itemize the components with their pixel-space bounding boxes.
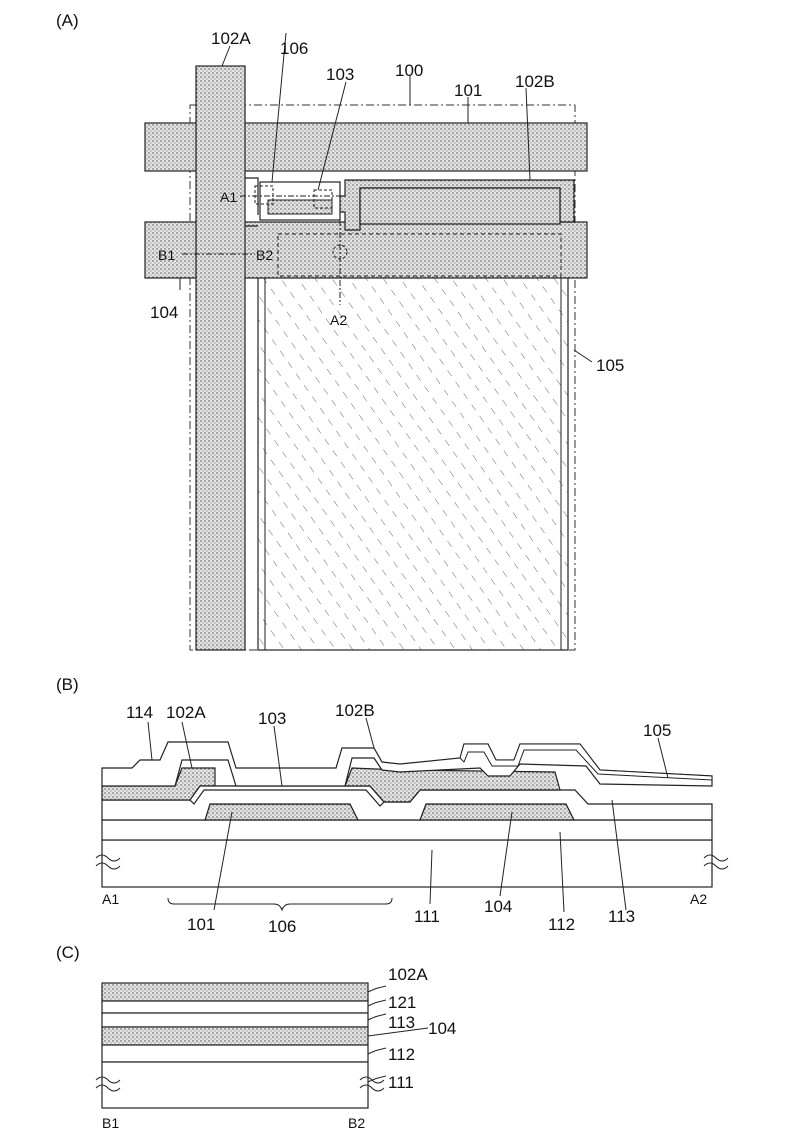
label-103-b: 103: [258, 709, 286, 728]
label-a2: A2: [330, 312, 347, 328]
label-100: 100: [395, 61, 423, 80]
layer-112-c: [102, 1045, 368, 1062]
semiconductor-103-inner: [268, 200, 332, 214]
insulator-112: [102, 820, 712, 840]
label-113-b: 113: [608, 907, 635, 926]
label-112-c: 112: [388, 1045, 415, 1064]
gate-101: [205, 804, 358, 820]
label-a1: A1: [220, 189, 237, 205]
panel-c: (C) 102A 121 113 104 112 111 B1 B2: [56, 943, 456, 1131]
connection-wire: [245, 178, 258, 226]
label-b1-c: B1: [102, 1115, 119, 1131]
label-101: 101: [454, 81, 482, 100]
label-112-b: 112: [548, 915, 575, 934]
cap-electrode-104: [420, 804, 574, 820]
label-104-b: 104: [484, 897, 512, 916]
label-105: 105: [596, 356, 624, 375]
drain-pad-102B: [360, 188, 560, 224]
label-b2-c: B2: [348, 1115, 365, 1131]
pixel-electrode-105: [258, 232, 568, 650]
brace-106: [168, 898, 392, 910]
label-b1: B1: [158, 247, 175, 263]
label-106-b: 106: [268, 917, 296, 936]
label-102B: 102B: [515, 72, 555, 91]
label-103: 103: [326, 65, 354, 84]
layer-104-c: [102, 1027, 368, 1045]
label-121-c: 121: [388, 993, 416, 1012]
panel-c-label: (C): [56, 943, 80, 962]
label-111-c: 111: [388, 1073, 414, 1092]
label-114: 114: [126, 703, 153, 722]
label-102A: 102A: [211, 29, 251, 48]
label-102A-c: 102A: [388, 965, 428, 984]
panel-a-label: (A): [56, 11, 79, 30]
panel-b: (B): [56, 675, 728, 936]
label-102B-b: 102B: [335, 701, 375, 720]
label-104-c: 104: [428, 1019, 456, 1038]
label-101-b: 101: [187, 915, 215, 934]
label-106: 106: [280, 39, 308, 58]
label-113-c: 113: [388, 1013, 415, 1032]
label-111-b: 111: [414, 907, 440, 926]
label-b2: B2: [256, 247, 273, 263]
label-a2-b: A2: [690, 891, 707, 907]
layer-121-c: [102, 1001, 368, 1013]
layer-113-c: [102, 1013, 368, 1027]
label-105-b: 105: [643, 721, 671, 740]
layer-102A-c: [102, 983, 368, 1001]
label-104: 104: [150, 303, 178, 322]
layer-111-c: [102, 1062, 368, 1108]
panel-a: (A): [56, 11, 624, 650]
label-a1-b: A1: [102, 891, 119, 907]
panel-b-label: (B): [56, 675, 79, 694]
source-line-102A: [196, 66, 245, 650]
label-102A-b: 102A: [166, 703, 206, 722]
